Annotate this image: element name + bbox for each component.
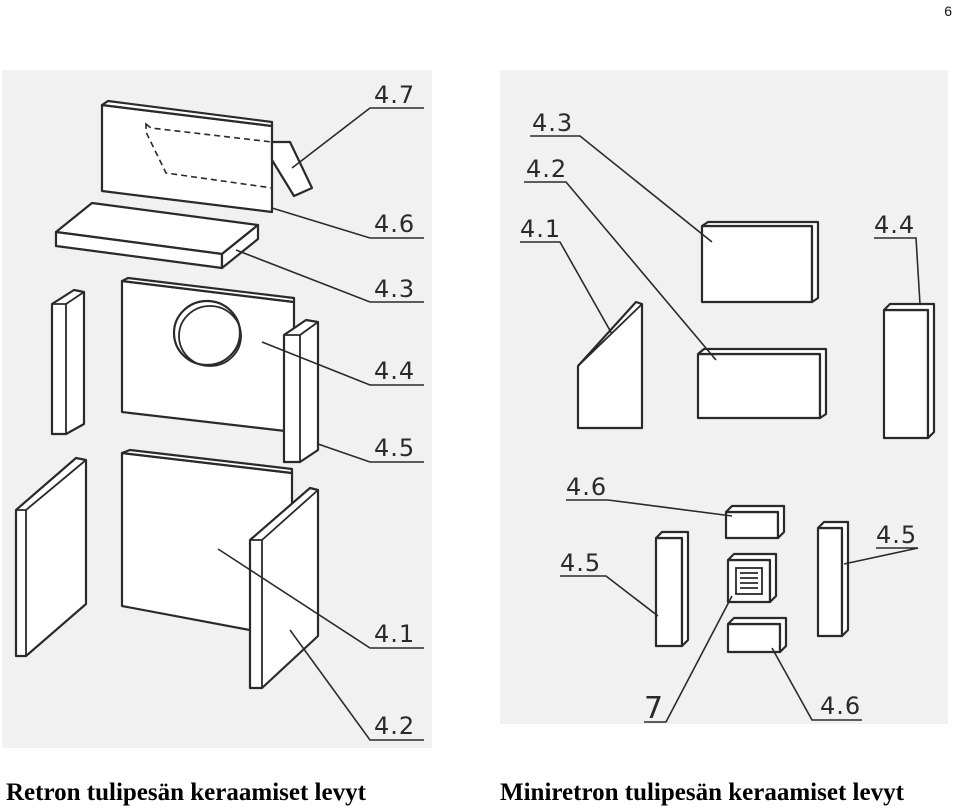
label-4-4: 4.4	[374, 357, 415, 385]
mini-block-4-6-top	[724, 504, 786, 540]
label-4-3: 4.3	[374, 275, 415, 303]
mini-label-4-1: 4.1	[520, 215, 561, 243]
mini-label-4-2: 4.2	[526, 155, 567, 183]
label-4-6: 4.6	[374, 210, 415, 238]
plate-4-7	[100, 99, 314, 214]
mini-plate-4-1	[576, 300, 644, 430]
right-caption: Miniretron tulipesän keraamiset levyt	[500, 779, 904, 806]
plate-4-4	[120, 276, 296, 434]
plate-4-5	[282, 318, 320, 464]
mini-plate-4-5-right	[816, 520, 850, 638]
mini-label-7: 7	[644, 691, 664, 726]
mini-plate-4-2	[696, 347, 828, 420]
side-plate-lower-left	[14, 456, 88, 658]
mini-label-4-4: 4.4	[874, 211, 915, 239]
plate-4-3	[54, 201, 260, 270]
label-4-2: 4.2	[374, 712, 415, 740]
plate-4-2	[248, 486, 320, 690]
mini-label-4-5-right: 4.5	[876, 521, 917, 549]
label-4-1: 4.1	[374, 620, 415, 648]
left-exploded-diagram: 4.7 4.6 4.3 4.4 4.5 4.1 4.2	[14, 81, 424, 741]
left-leader-lines	[217, 107, 424, 741]
mini-label-4-6-top: 4.6	[566, 473, 607, 501]
right-exploded-diagram: 4.3 4.2 4.1 4.4 4.6 4.5 4.5 7 4.6	[520, 109, 936, 726]
mini-block-4-6-bottom	[726, 616, 788, 654]
mini-label-4-5-left: 4.5	[560, 549, 601, 577]
mini-label-4-3: 4.3	[532, 109, 573, 137]
side-plate-upper-left	[50, 288, 86, 436]
mini-plate-4-5-left	[654, 530, 690, 648]
mini-plate-4-3	[700, 220, 820, 304]
label-4-5: 4.5	[374, 434, 415, 462]
page-number: 6	[944, 3, 952, 19]
label-4-7: 4.7	[374, 81, 415, 109]
right-leader-lines	[520, 135, 921, 723]
left-caption: Retron tulipesän keraamiset levyt	[6, 779, 366, 806]
grate-7	[726, 552, 778, 604]
mini-label-4-6-bottom: 4.6	[820, 692, 861, 720]
mini-plate-4-4	[882, 302, 936, 440]
